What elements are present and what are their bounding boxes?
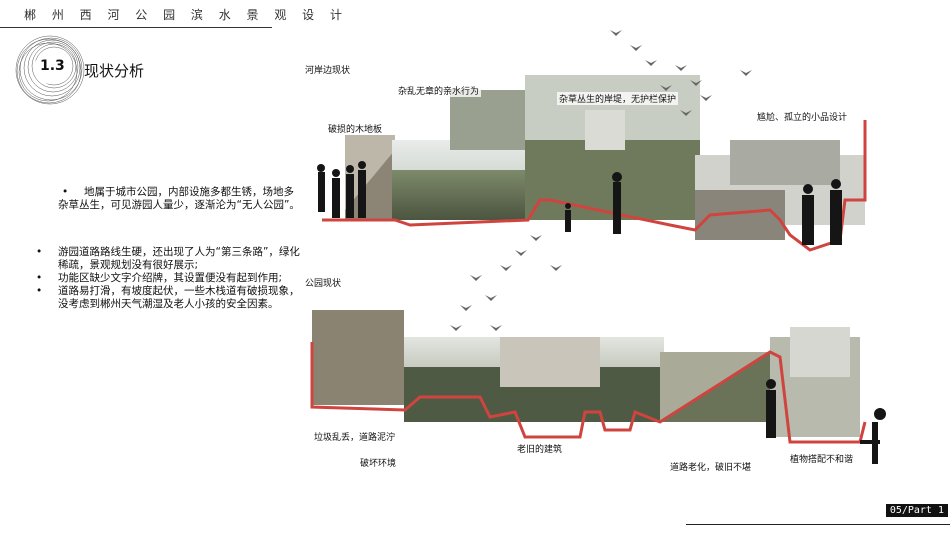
header-title: 郴 州 西 河 公 园 滨 水 景 观 设 计 bbox=[24, 8, 348, 22]
bird-flock bbox=[450, 30, 752, 331]
label-trash: 垃圾乱丢，道路泥泞 bbox=[312, 430, 398, 443]
label-isolated: 尴尬、孤立的小品设计 bbox=[755, 110, 850, 123]
lower-caption: 公园现状 bbox=[303, 276, 344, 289]
page-tag: 05/Part 1 bbox=[885, 504, 948, 517]
header-rule bbox=[0, 27, 272, 28]
section-title: 现状分析 bbox=[84, 62, 145, 80]
upper-caption: 河岸边现状 bbox=[303, 63, 353, 76]
label-aging-road: 道路老化，破旧不堪 bbox=[668, 460, 754, 473]
upper-collage: 河岸边现状 破损的木地板 杂乱无章的亲水行为 杂草丛生的岸堤，无护栏保护 尴尬、… bbox=[300, 60, 870, 260]
label-wood: 破损的木地板 bbox=[326, 122, 385, 135]
section-emblem bbox=[15, 35, 85, 105]
upper-collage-image bbox=[317, 75, 867, 252]
analysis-bullets: 地属于城市公园，内部设施多都生锈，场地多杂草丛生，可见游园人量少，逐渐沦为“无人… bbox=[36, 186, 304, 311]
label-old-building: 老旧的建筑 bbox=[515, 442, 565, 455]
lower-collage-image bbox=[310, 310, 886, 464]
lower-collage: 公园现状 垃圾乱丢，道路泥泞 破坏环境 老旧的建筑 道路老化，破旧不堪 植物搭配… bbox=[300, 272, 890, 482]
label-messy: 杂乱无章的亲水行为 bbox=[396, 84, 482, 97]
section-number: 1.3 bbox=[40, 58, 65, 74]
label-plants: 植物搭配不和谐 bbox=[788, 452, 856, 465]
bullet-item: 地属于城市公园，内部设施多都生锈，场地多杂草丛生，可见游园人量少，逐渐沦为“无人… bbox=[36, 186, 304, 212]
bullet-item: 道路易打滑，有坡度起伏，一些木栈道有破损现象，没考虑到郴州天气潮湿及老人小孩的安… bbox=[36, 285, 304, 311]
label-damage: 破坏环境 bbox=[358, 456, 399, 469]
bullet-item: 功能区缺少文字介绍牌，其设置便没有起到作用; bbox=[36, 272, 304, 285]
label-weeds: 杂草丛生的岸堤，无护栏保护 bbox=[557, 92, 679, 105]
bullet-item: 游园道路路线生硬，还出现了人为“第三条路”，绿化稀疏，景观规划没有很好展示; bbox=[36, 246, 304, 272]
footer-rule bbox=[686, 524, 950, 525]
